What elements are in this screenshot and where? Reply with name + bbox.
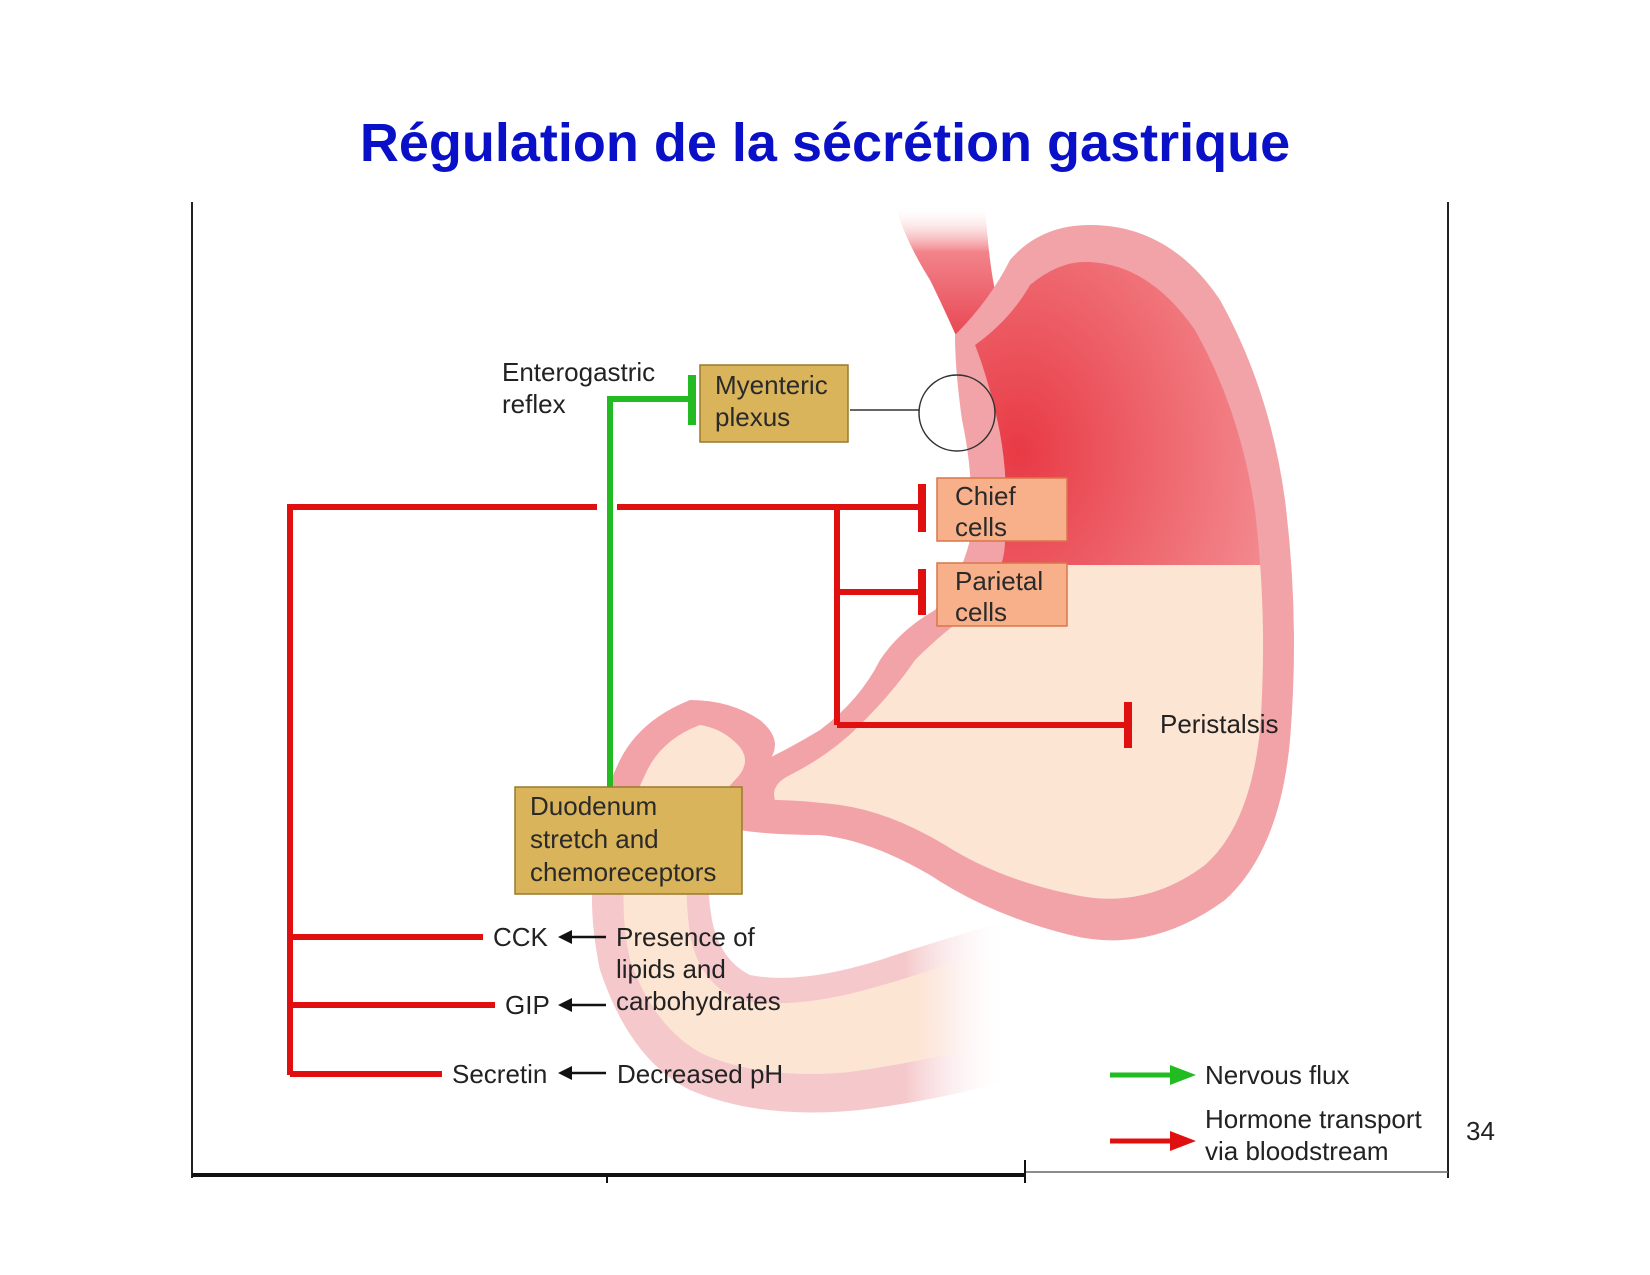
page-number: 34 [1466,1116,1495,1146]
parietal-cells-label: Parietal cells [955,566,1050,627]
duodenum-receptors-label: Duodenum stretch and chemoreceptors [530,791,716,887]
decreased-ph-label: Decreased pH [617,1059,783,1089]
myenteric-plexus-box [699,364,849,443]
peristalsis-label: Peristalsis [1160,709,1278,739]
myenteric-highlight-circle [918,374,996,452]
chief-cells-box [936,477,1068,542]
stimulus-arrows [558,930,606,1080]
myenteric-plexus-label: Myenteric plexus [715,370,835,432]
hormone-pathways [287,504,1126,1077]
gip-label: GIP [505,990,550,1020]
legend: Nervous flux Hormone transport via blood… [1110,1060,1429,1166]
parietal-cells-box [936,562,1068,627]
enterogastric-reflex-label: Enterogastric reflex [502,357,662,419]
legend-nervous-label: Nervous flux [1205,1060,1350,1090]
duodenum-receptors-box [514,786,743,895]
chief-cells-label: Chief cells [955,481,1023,542]
lipids-carbohydrates-label: Presence of lipids and carbohydrates [616,922,781,1016]
cck-label: CCK [493,922,549,952]
nervous-pathway [607,396,690,787]
inhibition-bars [918,484,1132,748]
diagram-frame [191,202,1449,1183]
secretin-label: Secretin [452,1059,547,1089]
legend-hormone-label: Hormone transport via bloodstream [1205,1104,1429,1166]
page-title: Régulation de la sécrétion gastrique [359,113,1291,173]
